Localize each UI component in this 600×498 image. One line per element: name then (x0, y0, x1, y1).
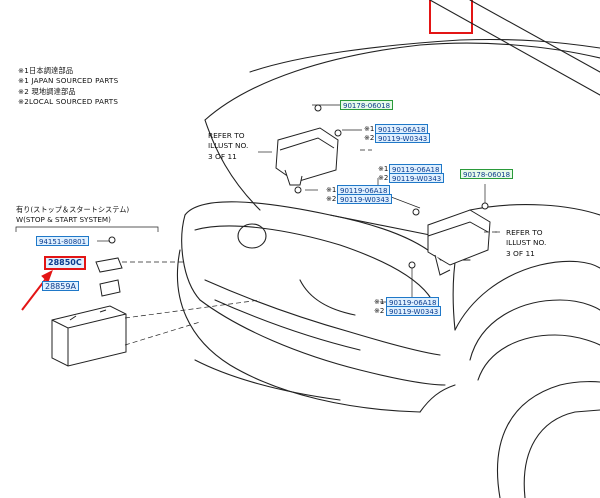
stop-start-caption-jp: 有り(ストップ＆スタートシステム) (16, 205, 130, 214)
mark-1-c: ※1 (378, 165, 389, 173)
wheel-outline (469, 299, 600, 361)
hood-outline (204, 42, 600, 121)
refer-left-line-2: ILLUST NO. (208, 141, 249, 151)
refer-right-line-2: ILLUST NO. (506, 238, 547, 248)
stop-start-caption: 有り(ストップ＆スタートシステム) W(STOP & START SYSTEM) (16, 205, 129, 225)
mark-1-b: ※1 (326, 186, 337, 194)
refer-note-right: REFER TO ILLUST NO. 3 OF 11 (506, 228, 546, 259)
part-90119-w0343-b[interactable]: 90119-W0343 (337, 194, 393, 204)
mark-1-d: ※1 (374, 298, 385, 306)
part-28859a[interactable]: 28859A (42, 281, 79, 291)
mark-1-a: ※1 (364, 125, 375, 133)
refer-note-left: REFER TO ILLUST NO. 3 OF 11 (208, 131, 248, 162)
part-90178-06018-top[interactable]: 90178-06018 (340, 100, 394, 110)
part-90178-06018-right[interactable]: 90178-06018 (460, 169, 514, 179)
mark-2-c: ※2 (378, 174, 389, 182)
refer-right-line-1: REFER TO (506, 228, 543, 237)
mark-2-a: ※2 (364, 134, 375, 142)
emblem (237, 223, 267, 249)
legend-line-4: ※2LOCAL SOURCED PARTS (18, 97, 119, 107)
refer-left-line-1: REFER TO (208, 131, 245, 140)
part-28850c[interactable]: 28850C (44, 256, 86, 270)
battery (51, 305, 127, 367)
part-94151-80801[interactable]: 94151-80801 (36, 236, 90, 246)
mark-2-d: ※2 (374, 307, 385, 315)
part-90119-w0343-c[interactable]: 90119-W0343 (389, 173, 445, 183)
grille-outline (184, 201, 441, 261)
refer-left-line-3: 3 OF 11 (208, 151, 237, 161)
sensor-bracket (95, 257, 123, 273)
legend-line-2: ※1 JAPAN SOURCED PARTS (18, 76, 119, 86)
sourcing-legend: ※1日本調達部品 ※1 JAPAN SOURCED PARTS ※2 現地調達部… (18, 66, 118, 108)
mark-2-b: ※2 (326, 195, 337, 203)
battery-clamp (99, 279, 121, 297)
part-90119-w0343-a[interactable]: 90119-W0343 (375, 133, 431, 143)
legend-line-3: ※2 現地調達部品 (18, 86, 76, 96)
washer-tank (427, 209, 491, 266)
stop-start-caption-en: W(STOP & START SYSTEM) (16, 215, 111, 224)
highlight-frame (429, 0, 473, 34)
refer-right-line-3: 3 OF 11 (506, 248, 535, 258)
legend-line-1: ※1日本調達部品 (18, 66, 74, 75)
relay-block (275, 127, 339, 183)
part-90119-w0343-d[interactable]: 90119-W0343 (386, 306, 442, 316)
fender-outline (469, 204, 600, 216)
